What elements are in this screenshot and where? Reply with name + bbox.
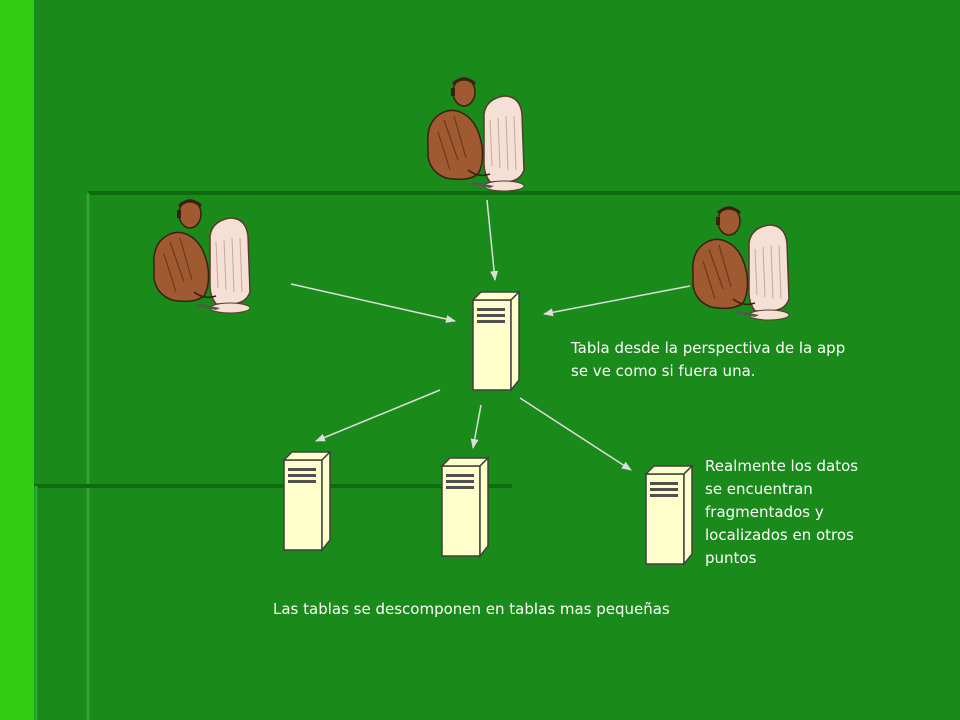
arrow-server-to-fragment-1 [315,389,441,442]
arrow-server-to-fragment-3 [519,397,632,471]
server-icon-fragment-3 [645,465,693,565]
decomposition-caption: Las tablas se descomponen en tablas mas … [273,600,670,618]
server-icon-central [472,291,520,391]
fragments-caption: Realmente los datos se encuentran fragme… [705,457,859,567]
server-icon-fragment-2 [441,457,489,557]
arrow-server-to-fragment-2 [470,404,482,449]
arrow-right-user-to-server [543,285,691,317]
server-icon-fragment-1 [283,451,331,551]
central-table-caption: Tabla desde la perspectiva de la app se … [571,339,846,380]
left-accent-stripe [0,0,34,720]
arrow-top-user-to-server [486,199,499,281]
arrow-left-user-to-server [290,283,456,323]
